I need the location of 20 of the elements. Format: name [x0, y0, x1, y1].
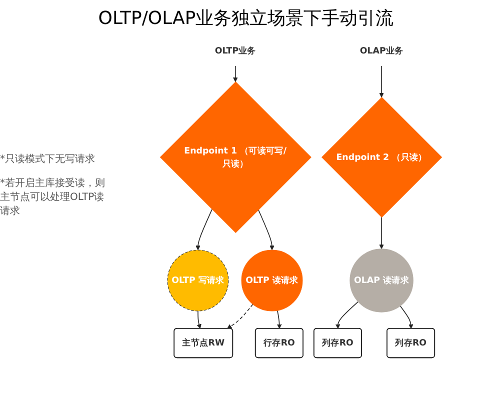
note-text: *若开启主库接受读，则主节点可以处理OLTP读请求 — [0, 176, 106, 218]
note-text: *只读模式下无写请求 — [0, 152, 96, 166]
diagram-title: OLTP/OLAP业务独立场景下手动引流 — [98, 7, 394, 30]
arrow — [258, 209, 274, 250]
node-text: OLTP业务 — [214, 46, 256, 56]
arrow — [196, 310, 202, 329]
arrow — [379, 65, 384, 98]
arrow — [232, 65, 238, 82]
arrow — [276, 310, 282, 329]
arrow — [400, 306, 414, 329]
node-circle: OLTP 写请求 — [167, 250, 229, 312]
node-text: OLAP业务 — [360, 46, 404, 56]
node-circle: OLAP 读请求 — [350, 248, 414, 312]
node-circle: OLTP 读请求 — [241, 250, 303, 312]
arrow — [379, 216, 384, 250]
arrow — [196, 208, 212, 250]
node-diamond: Endpoint 1 （可读可写/只读） — [160, 82, 312, 234]
node-diamond: Endpoint 2 （只读） — [322, 96, 442, 218]
arrow — [335, 301, 359, 329]
arrow — [227, 304, 254, 329]
